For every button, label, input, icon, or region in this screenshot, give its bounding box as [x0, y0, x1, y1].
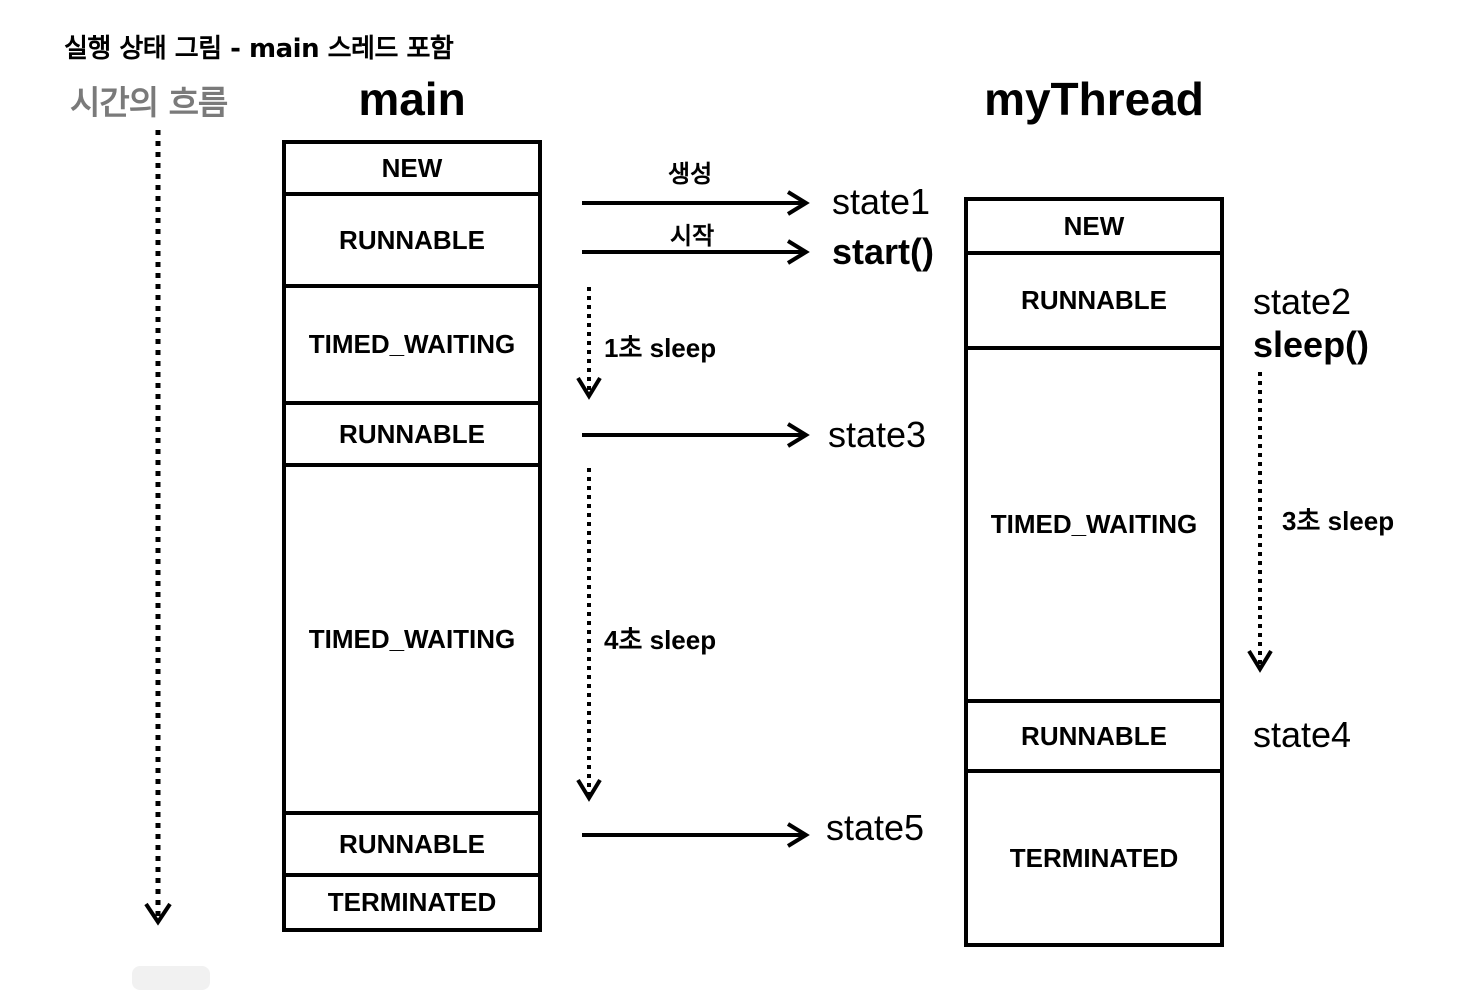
main-state-terminated: TERMINATED [286, 873, 538, 928]
state4-label: state4 [1253, 714, 1352, 755]
mythread-state-terminated: TERMINATED [968, 769, 1220, 943]
main-sleep-1-arrow [576, 287, 602, 400]
state2-label: state2 [1253, 281, 1352, 322]
footer-chip [132, 966, 210, 990]
main-state-runnable-1: RUNNABLE [286, 192, 538, 284]
mythread-state-runnable-2: RUNNABLE [968, 699, 1220, 769]
main-sleep-2-arrow [576, 468, 602, 802]
mythread-state-timed-waiting: TIMED_WAITING [968, 346, 1220, 699]
main-state-new: NEW [381, 152, 443, 183]
time-flow-arrow [144, 130, 172, 926]
mythread-sleep-label: 3초 sleep [1282, 506, 1395, 536]
state1-label: state1 [832, 181, 931, 222]
main-state-runnable-3: RUNNABLE [286, 811, 538, 873]
main-sleep-1-label: 1초 sleep [604, 333, 717, 363]
main-state-timed-waiting-1: TIMED_WAITING [286, 284, 538, 401]
sleep-call-label: sleep() [1253, 324, 1370, 365]
time-flow-label: 시간의 흐름 [70, 83, 228, 122]
main-sleep-2-label: 4초 sleep [604, 625, 717, 655]
start-call-label: start() [832, 231, 935, 272]
main-thread-title: main [358, 73, 466, 125]
mythread-state-column: NEW RUNNABLE TIMED_WAITING RUNNABLE TERM… [964, 197, 1224, 947]
main-state-timed-waiting-2: TIMED_WAITING [286, 463, 538, 811]
state5-arrow [582, 822, 810, 848]
state3-label: state3 [828, 414, 927, 455]
mythread-sleep-arrow [1247, 372, 1273, 673]
mythread-state-runnable-1: RUNNABLE [968, 251, 1220, 346]
page-title: 실행 상태 그림 - main 스레드 포함 [64, 34, 454, 64]
state5-label: state5 [826, 807, 925, 848]
mythread-title: myThread [984, 73, 1204, 125]
main-state-runnable-2: RUNNABLE [286, 401, 538, 463]
create-arrow [582, 190, 810, 216]
mythread-state-new: NEW [1063, 210, 1125, 241]
start-label: 시작 [670, 222, 715, 250]
create-label: 생성 [668, 160, 713, 188]
state3-arrow [582, 422, 810, 448]
main-state-column: NEW RUNNABLE TIMED_WAITING RUNNABLE TIME… [282, 140, 542, 932]
start-arrow [582, 239, 810, 265]
